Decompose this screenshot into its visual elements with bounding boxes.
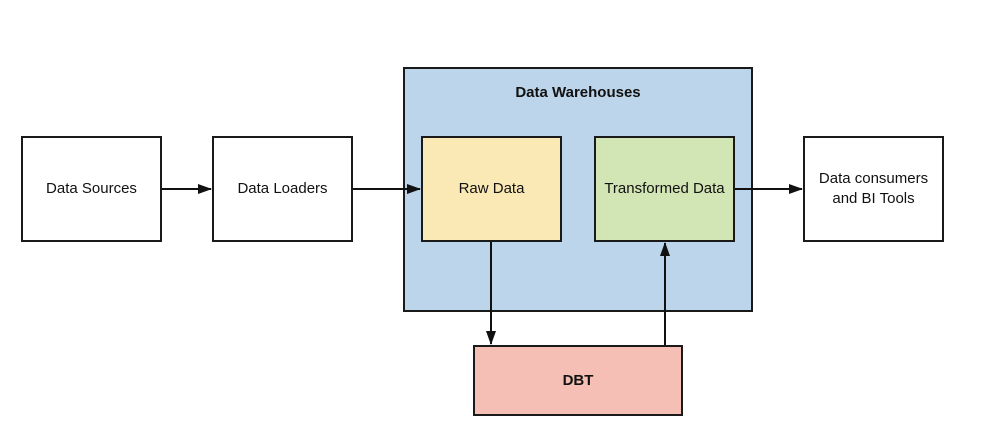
dbt-node: DBT bbox=[473, 345, 683, 416]
data-consumers-node: Data consumers and BI Tools bbox=[803, 136, 944, 242]
transformed-data-node: Transformed Data bbox=[594, 136, 735, 242]
raw-data-node: Raw Data bbox=[421, 136, 562, 242]
data-loaders-node: Data Loaders bbox=[212, 136, 353, 242]
data-loaders-label: Data Loaders bbox=[237, 180, 328, 197]
data-consumers-label: Data consumers and BI Tools bbox=[818, 170, 929, 207]
data-sources-label: Data Sources bbox=[46, 180, 137, 197]
raw-data-label: Raw Data bbox=[458, 180, 525, 197]
data-sources-node: Data Sources bbox=[21, 136, 162, 242]
data-warehouses-title: Data Warehouses bbox=[515, 84, 641, 101]
transformed-data-label: Transformed Data bbox=[604, 180, 725, 197]
dbt-label: DBT bbox=[562, 371, 594, 389]
